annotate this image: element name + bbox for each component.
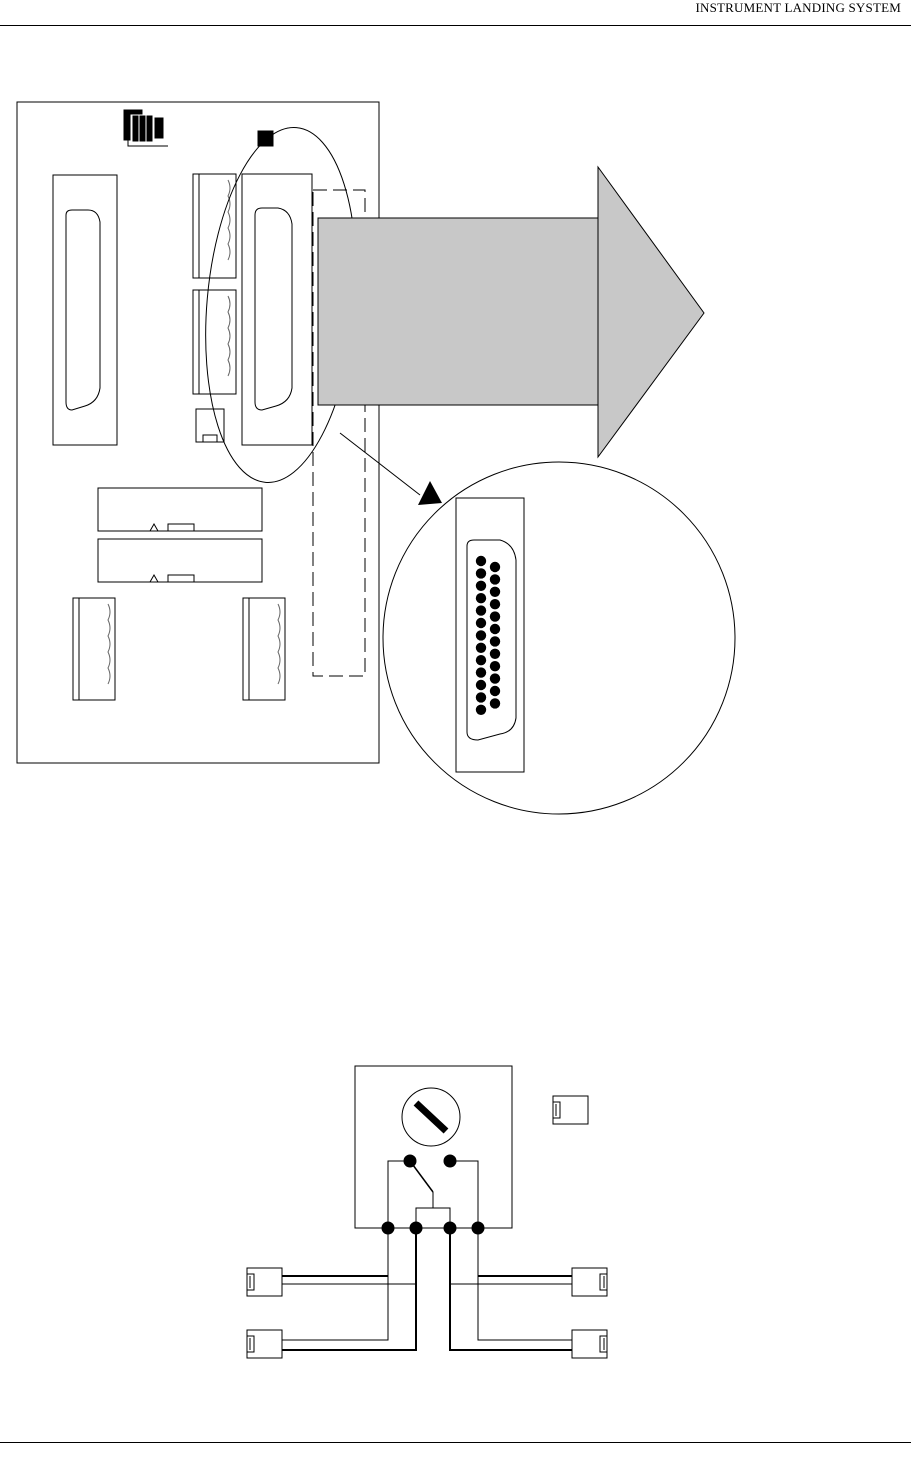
connector-pin	[490, 562, 500, 572]
connector-pin	[476, 618, 486, 628]
chip-square	[258, 131, 273, 146]
left-dsub-connector	[53, 175, 117, 445]
connector-pin	[476, 692, 486, 702]
switch-figure	[247, 1066, 607, 1358]
isolated-plug	[553, 1096, 588, 1124]
ribbon-header-1	[98, 488, 262, 531]
connector-pin	[476, 593, 486, 603]
connector-pin	[476, 667, 486, 677]
connector-pin	[476, 680, 486, 690]
board-outline	[17, 102, 379, 763]
contact-top-left	[404, 1155, 416, 1167]
plug-upper-left	[247, 1268, 282, 1296]
big-arrow	[318, 167, 704, 457]
leader-arrow	[340, 433, 442, 505]
connector-pin	[490, 649, 500, 659]
contact-top-right	[444, 1155, 456, 1167]
connector-pin	[476, 556, 486, 566]
ribbon-header-2	[98, 539, 262, 582]
connector-pin	[476, 630, 486, 640]
plug-upper-right	[572, 1268, 607, 1296]
magnified-view	[383, 462, 735, 814]
terminal-block-bottom-right	[243, 598, 285, 700]
board-figure	[17, 102, 379, 763]
connector-pin	[476, 643, 486, 653]
connector-pin	[490, 599, 500, 609]
rotary-knob-slot	[416, 1103, 446, 1131]
plug-lower-right	[572, 1330, 607, 1358]
connector-pin	[490, 698, 500, 708]
connector-pin	[490, 624, 500, 634]
connector-pin	[490, 636, 500, 646]
connector-pin	[476, 568, 486, 578]
connector-pin	[490, 611, 500, 621]
small-socket	[196, 409, 224, 442]
connector-pin	[490, 574, 500, 584]
connector-pin	[476, 605, 486, 615]
connector-pin	[490, 673, 500, 683]
connector-pin	[476, 655, 486, 665]
connector-pin	[476, 705, 486, 715]
terminal-block-upper	[193, 174, 236, 278]
plug-lower-left	[247, 1330, 282, 1358]
right-dsub-connector	[242, 174, 312, 445]
connector-pin	[490, 661, 500, 671]
terminal-block-bottom-left	[73, 598, 115, 700]
terminal-block-lower	[193, 290, 236, 394]
connector-pin	[476, 581, 486, 591]
connector-pin	[490, 587, 500, 597]
connector-pins	[476, 556, 500, 715]
connector-pin	[490, 686, 500, 696]
jumper-glyph	[124, 110, 168, 146]
magnified-connector-body	[456, 498, 524, 772]
